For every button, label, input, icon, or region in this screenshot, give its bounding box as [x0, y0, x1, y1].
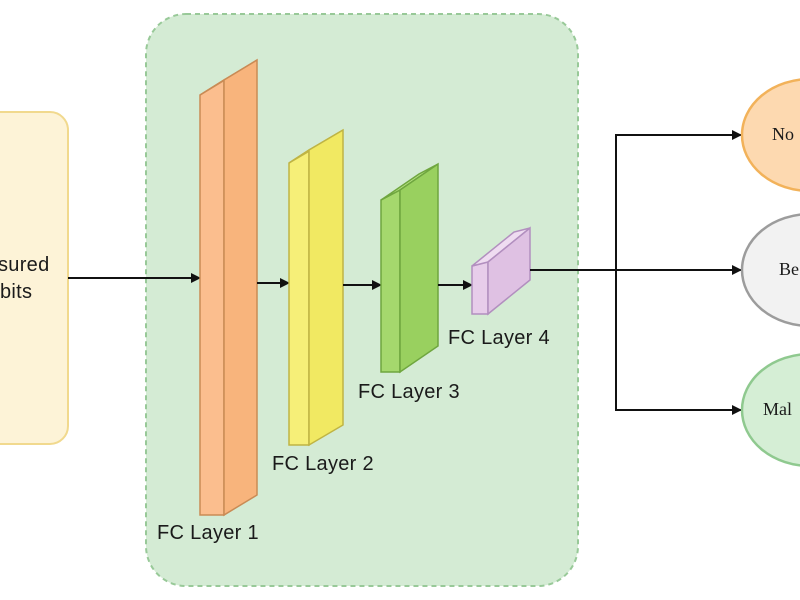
output-node-2 [740, 213, 800, 327]
fc-layer-2-block [288, 128, 344, 447]
fc-layer-2-label: FC Layer 2 [272, 453, 374, 475]
output-node-3 [740, 353, 800, 467]
input-box [0, 111, 69, 445]
fc-layer-3-label: FC Layer 3 [358, 381, 460, 403]
fc-layer-3-block [380, 162, 439, 374]
input-label-line1: sured [0, 254, 50, 276]
fc-layer-4-label: FC Layer 4 [448, 327, 550, 349]
output-label-2: Be [779, 259, 799, 279]
fc-layer-1-label: FC Layer 1 [157, 522, 259, 544]
output-label-3: Mal [763, 399, 792, 419]
fc-layer-4-block [471, 226, 531, 316]
fc-layer-1-block [199, 58, 258, 517]
output-node-1 [740, 78, 800, 192]
output-label-1: No [772, 124, 794, 144]
input-label-line2: bits [0, 281, 33, 303]
